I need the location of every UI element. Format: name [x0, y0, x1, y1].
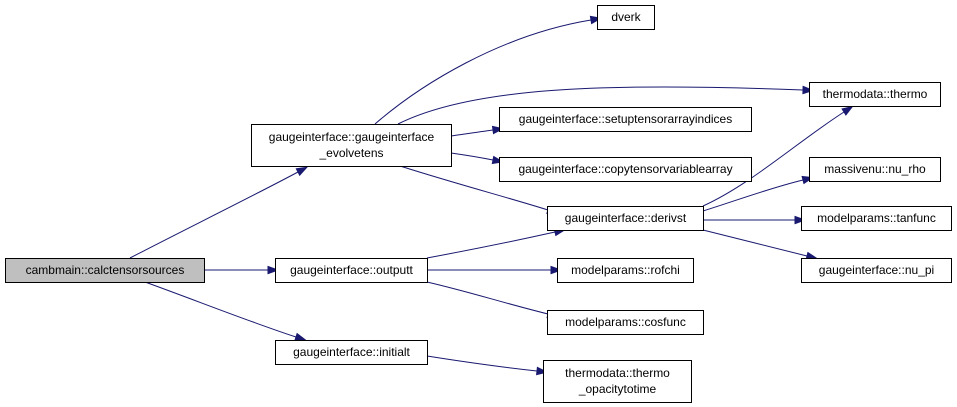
- edge-evolvetens-to-thermo: [397, 85, 815, 125]
- node-cosfunc[interactable]: modelparams::cosfunc: [547, 310, 704, 335]
- call-graph-edges: [129, 15, 854, 376]
- arrowhead: [550, 265, 563, 275]
- edge-outputt-to-cosfunc: [426, 281, 560, 319]
- edge-evolvetens-to-copytensor: [450, 152, 505, 165]
- node-label: thermodata::thermo: [823, 87, 928, 101]
- edge-line: [450, 129, 494, 137]
- edge-line: [702, 111, 845, 207]
- node-box: [499, 107, 752, 132]
- node-box: [543, 360, 692, 403]
- edge-line: [144, 281, 297, 338]
- node-dverk[interactable]: dverk: [597, 5, 655, 30]
- node-box: [801, 206, 952, 231]
- node-label: thermodata::thermo: [565, 366, 670, 380]
- node-label: gaugeinterface::outputt: [290, 263, 413, 277]
- node-box: [557, 258, 694, 283]
- arrowhead: [536, 366, 549, 376]
- node-box: [275, 340, 428, 365]
- node-label: modelparams::rofchi: [571, 263, 680, 277]
- node-box: [251, 124, 452, 167]
- edge-line: [450, 152, 494, 161]
- node-opacity[interactable]: thermodata::thermo_opacitytotime: [543, 360, 692, 403]
- edge-derivst-to-thermo: [702, 105, 854, 207]
- node-setuptensor[interactable]: gaugeinterface::setuptensorarrayindices: [499, 107, 752, 132]
- edge-outputt-to-rofchi: [427, 265, 563, 275]
- node-outputt[interactable]: gaugeinterface::outputt: [275, 258, 428, 283]
- edge-line: [426, 231, 556, 259]
- node-box: [597, 5, 655, 30]
- call-graph-nodes: cambmain::calctensorsourcesgaugeinterfac…: [5, 5, 952, 403]
- node-box: [809, 157, 941, 182]
- node-box: [547, 310, 704, 335]
- node-thermo[interactable]: thermodata::thermo: [809, 82, 941, 107]
- node-rofchi[interactable]: modelparams::rofchi: [557, 258, 694, 283]
- node-box: [5, 258, 205, 283]
- edge-line: [426, 355, 538, 372]
- node-label: _opacitytotime: [578, 382, 657, 396]
- node-label: gaugeinterface::initialt: [293, 345, 410, 359]
- edge-line: [702, 179, 804, 212]
- arrowhead: [794, 215, 807, 225]
- node-label: _evolvetens: [318, 146, 383, 160]
- edge-line: [129, 171, 299, 259]
- edge-calctensorsources-to-initialt: [144, 281, 307, 341]
- node-box: [275, 258, 428, 283]
- node-label: cambmain::calctensorsources: [26, 263, 185, 277]
- edge-line: [426, 281, 549, 315]
- edge-line: [374, 19, 592, 125]
- edge-derivst-to-tanfunc: [703, 215, 807, 225]
- arrowhead: [802, 85, 815, 95]
- edge-initialt-to-opacity: [426, 355, 549, 376]
- node-label: dverk: [611, 10, 641, 24]
- edge-line: [397, 86, 804, 125]
- edge-evolvetens-to-setuptensor: [450, 125, 505, 137]
- node-label: massivenu::nu_rho: [824, 162, 926, 176]
- node-box: [499, 157, 752, 182]
- node-copytensor[interactable]: gaugeinterface::copytensorvariablearray: [499, 157, 752, 182]
- node-label: gaugeinterface::copytensorvariablearray: [518, 162, 732, 176]
- edge-derivst-to-nu_pi: [702, 229, 819, 261]
- arrowhead: [841, 105, 854, 116]
- node-tanfunc[interactable]: modelparams::tanfunc: [801, 206, 952, 231]
- edge-line: [702, 229, 808, 257]
- edge-outputt-to-derivst: [426, 227, 567, 259]
- node-calctensorsources[interactable]: cambmain::calctensorsources: [5, 258, 205, 283]
- node-nu_pi[interactable]: gaugeinterface::nu_pi: [801, 258, 952, 283]
- node-nu_rho[interactable]: massivenu::nu_rho: [809, 157, 941, 182]
- node-initialt[interactable]: gaugeinterface::initialt: [275, 340, 428, 365]
- node-label: modelparams::cosfunc: [565, 315, 686, 329]
- node-derivst[interactable]: gaugeinterface::derivst: [547, 206, 704, 231]
- node-box: [801, 258, 952, 283]
- node-label: gaugeinterface::gaugeinterface: [269, 130, 435, 144]
- node-evolvetens[interactable]: gaugeinterface::gaugeinterface_evolveten…: [251, 124, 452, 167]
- edge-line: [399, 165, 549, 211]
- arrowhead: [294, 332, 307, 341]
- edge-calctensorsources-to-outputt: [204, 265, 280, 275]
- node-label: gaugeinterface::nu_pi: [819, 263, 934, 277]
- node-box: [547, 206, 704, 231]
- node-label: gaugeinterface::derivst: [565, 211, 687, 225]
- edge-calctensorsources-to-evolvetens: [129, 166, 309, 259]
- arrowhead: [295, 166, 309, 177]
- arrowhead: [267, 265, 280, 275]
- node-label: gaugeinterface::setuptensorarrayindices: [519, 112, 732, 126]
- node-label: modelparams::tanfunc: [817, 211, 936, 225]
- node-box: [809, 82, 941, 107]
